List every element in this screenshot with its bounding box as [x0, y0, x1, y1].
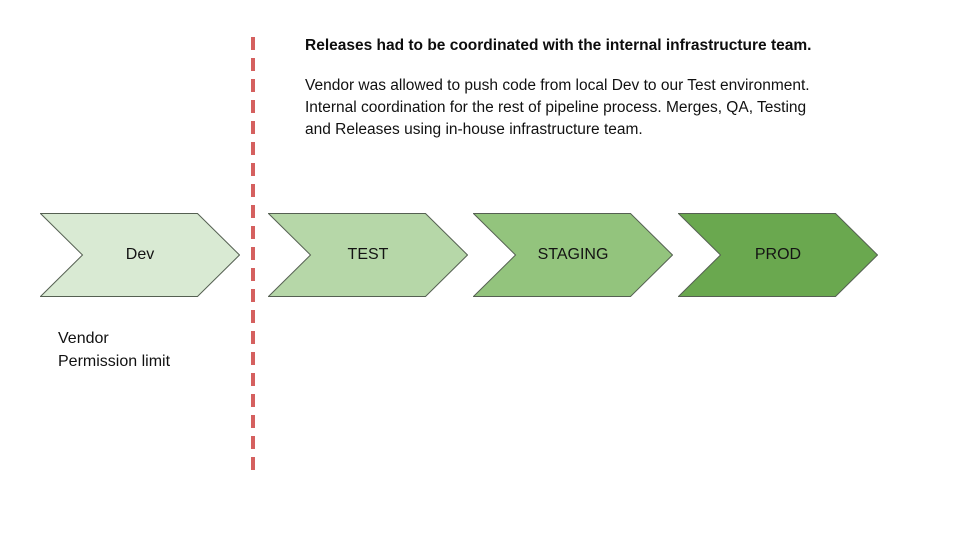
chevron-shape — [473, 213, 673, 297]
vendor-permission-boundary-line — [251, 37, 255, 470]
description-line: Internal coordination for the rest of pi… — [305, 99, 807, 116]
pipeline-stage-prod: PROD — [678, 213, 878, 297]
chevron-shape — [268, 213, 468, 297]
stage-label-dev: Dev — [125, 246, 155, 263]
description-line: Vendor was allowed to push code from loc… — [305, 77, 810, 94]
chevron-shape — [40, 213, 240, 297]
stage-label-test: TEST — [347, 246, 389, 263]
stage-label-staging: STAGING — [537, 246, 609, 263]
vendor-permission-label-line: Permission limit — [58, 353, 171, 370]
pipeline-stage-staging: STAGING — [473, 213, 673, 297]
slide-description: Vendor was allowed to push code from loc… — [305, 75, 945, 141]
vendor-permission-label: Vendor Permission limit — [58, 327, 170, 373]
chevron-shape — [678, 213, 878, 297]
pipeline-stage-dev: Dev — [40, 213, 240, 297]
vendor-permission-label-line: Vendor — [58, 330, 109, 347]
description-line: and Releases using in-house infrastructu… — [305, 121, 643, 138]
slide-title: Releases had to be coordinated with the … — [305, 37, 812, 54]
pipeline-stage-test: TEST — [268, 213, 468, 297]
stage-label-prod: PROD — [754, 246, 802, 263]
